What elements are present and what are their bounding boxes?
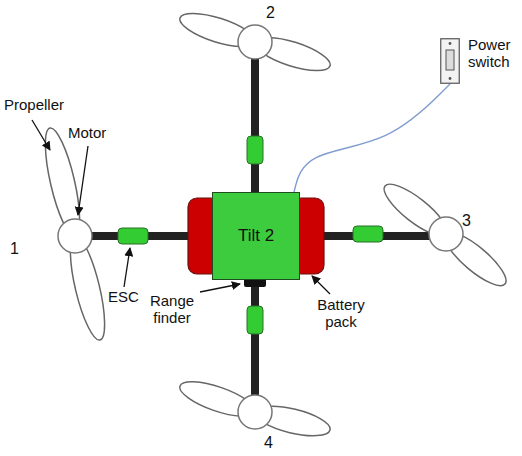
power-wire (294, 84, 450, 192)
controller-label: Tilt 2 (238, 226, 274, 246)
callout-number: 3 (462, 212, 476, 230)
leader-arrow (200, 284, 240, 292)
propellers (38, 7, 512, 442)
leader-arrow (78, 146, 88, 215)
callout-number: 1 (10, 240, 24, 258)
switch-icon (440, 38, 460, 84)
controller-box: Tilt 2 (212, 192, 300, 280)
callout-number: 4 (264, 434, 278, 452)
part-name: Range finder (144, 292, 200, 327)
esc (247, 136, 263, 164)
motor (238, 25, 272, 59)
esc (247, 306, 263, 334)
part-name: Propeller (4, 96, 84, 113)
motor (429, 217, 463, 251)
esc (353, 226, 383, 242)
motor (58, 219, 92, 253)
leader-arrow (124, 248, 130, 287)
esc (118, 228, 148, 244)
motor (238, 395, 272, 429)
part-name: ESC (108, 288, 148, 305)
leader-arrow (312, 276, 330, 294)
part-name: Motor (68, 124, 128, 141)
switch-label: Power switch (468, 36, 520, 71)
part-name: Battery pack (310, 296, 372, 331)
power-switch: Power switch (440, 38, 460, 84)
leader-arrow (32, 120, 50, 150)
callout-number: 2 (266, 4, 280, 22)
